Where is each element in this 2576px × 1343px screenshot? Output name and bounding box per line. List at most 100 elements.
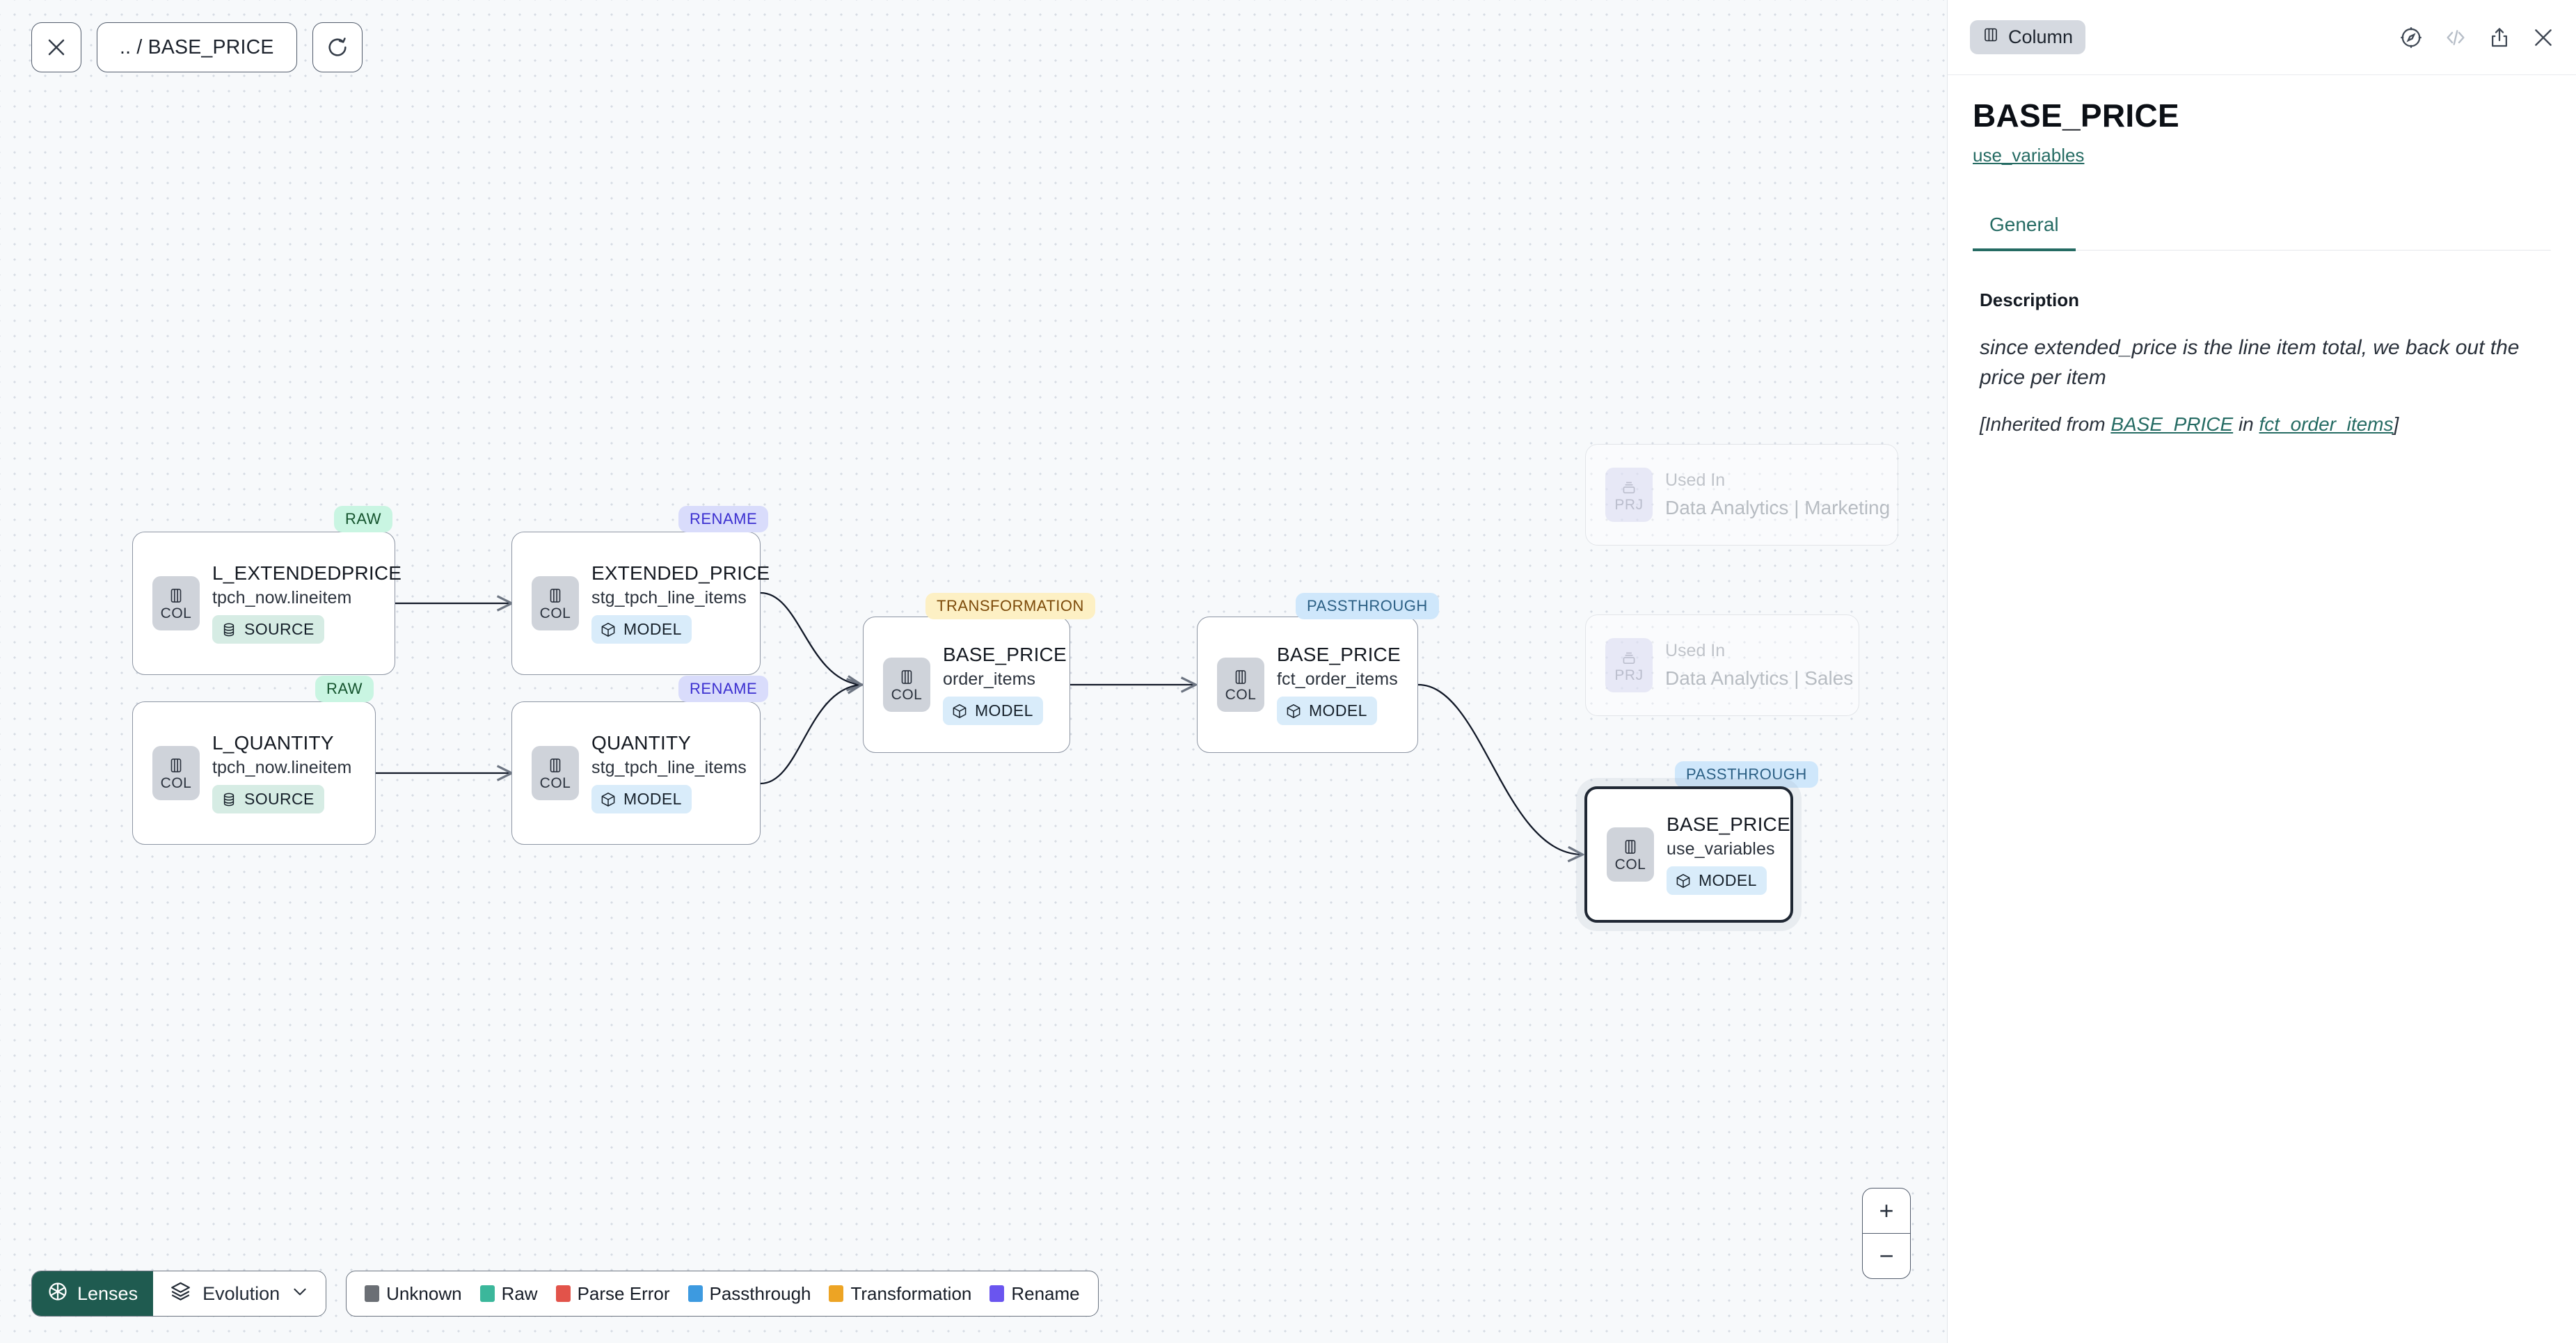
project-icon: PRJ [1605, 468, 1653, 522]
node-title: QUANTITY [591, 731, 692, 754]
legend-item[interactable]: Unknown [365, 1282, 462, 1305]
kind-badge-label: Column [2008, 26, 2074, 47]
layers-icon [170, 1280, 191, 1307]
explore-icon[interactable] [2399, 26, 2423, 49]
evolution-dropdown[interactable]: Evolution [153, 1271, 326, 1316]
node-title: L_EXTENDEDPRICE [212, 562, 402, 584]
node-subtitle: stg_tpch_line_items [591, 758, 747, 778]
inherited-suffix: ] [2393, 413, 2399, 436]
node-type-chip: MODEL [1277, 697, 1377, 726]
canvas-toolbar: .. / BASE_PRICE [31, 22, 363, 72]
kind-badge: Column [1970, 20, 2086, 54]
legend-item[interactable]: Transformation [829, 1283, 971, 1305]
node-title: L_QUANTITY [212, 731, 334, 754]
column-icon: COL [883, 658, 930, 712]
zoom-in-button[interactable]: + [1879, 1196, 1894, 1225]
details-panel: Column [1947, 0, 2576, 1343]
inherited-column-link[interactable]: BASE_PRICE [2110, 413, 2234, 436]
lenses-button[interactable]: Lenses [32, 1271, 154, 1316]
legend-swatch [989, 1285, 1005, 1302]
zoom-out-button[interactable]: − [1879, 1241, 1894, 1270]
node-subtitle: fct_order_items [1277, 669, 1398, 690]
node-subtitle: tpch_now.lineitem [212, 588, 352, 608]
code-icon[interactable] [2444, 26, 2467, 49]
legend-swatch [365, 1285, 380, 1302]
page-title: BASE_PRICE [1973, 97, 2179, 134]
node-title: BASE_PRICE [1277, 643, 1401, 665]
node-type-chip: MODEL [591, 615, 692, 644]
column-icon: COL [532, 746, 579, 800]
legend-swatch [555, 1285, 571, 1302]
node-subtitle: use_variables [1667, 839, 1775, 859]
refresh-icon[interactable] [312, 22, 363, 72]
node-type-chip: SOURCE [212, 785, 324, 814]
description-text: since extended_price is the line item to… [1980, 335, 2520, 389]
panel-tabs: General [1973, 214, 2551, 252]
description-section: Description since extended_price is the … [1973, 289, 2551, 438]
node-tag-rename: RENAME [678, 506, 769, 532]
node-subtitle: tpch_now.lineitem [212, 758, 352, 778]
node-type-chip: MODEL [1667, 866, 1767, 896]
chevron-down-icon [291, 1282, 309, 1305]
used-in-label: Used In [1665, 641, 1726, 660]
legend-label: Parse Error [577, 1282, 670, 1304]
legend-label: Unknown [386, 1282, 462, 1304]
panel-body: BASE_PRICE use_variables General Descrip… [1948, 75, 2576, 1343]
column-icon: COL [1217, 658, 1264, 712]
color-legend: Unknown Raw Parse Error Passthrough Transfor… [346, 1271, 1099, 1317]
column-icon: COL [152, 576, 200, 630]
column-icon: COL [532, 576, 579, 630]
node-subtitle: stg_tpch_line_items [591, 588, 747, 608]
node-tag-transform: TRANSFORMATION [925, 593, 1095, 619]
panel-actions [2399, 26, 2555, 49]
description-label: Description [1980, 289, 2080, 310]
legend-swatch [687, 1285, 703, 1302]
legend-label: Transformation [850, 1282, 972, 1304]
node-tag-pass: PASSTHROUGH [1296, 593, 1439, 619]
lineage-canvas[interactable]: .. / BASE_PRICE [0, 0, 1947, 1343]
inherited-note: [Inherited from BASE_PRICE in fct_order_… [1980, 411, 2544, 438]
node-title: BASE_PRICE [1667, 813, 1790, 835]
legend-item[interactable]: Passthrough [687, 1282, 811, 1305]
zoom-controls: + − [1862, 1188, 1911, 1279]
node-tag-raw: RAW [315, 676, 374, 702]
inherited-prefix: [Inherited from [1980, 413, 2111, 436]
node-type-chip: MODEL [591, 785, 692, 814]
column-icon: COL [152, 746, 200, 800]
node-type-chip: SOURCE [212, 615, 324, 644]
legend-label: Passthrough [709, 1282, 811, 1304]
node-tag-rename: RENAME [678, 676, 769, 702]
node-title: BASE_PRICE [943, 643, 1067, 665]
lenses-group: Lenses Evolution [31, 1271, 327, 1317]
tab-general[interactable]: General [1973, 214, 2076, 252]
panel-header: Column [1948, 0, 2576, 75]
breadcrumb[interactable]: .. / BASE_PRICE [97, 22, 297, 72]
aperture-icon [47, 1281, 68, 1307]
legend-item[interactable]: Parse Error [555, 1282, 670, 1305]
close-icon[interactable] [2531, 26, 2555, 49]
inherited-model-link[interactable]: fct_order_items [2259, 413, 2394, 436]
legend-item[interactable]: Raw [479, 1282, 538, 1305]
node-type-chip: MODEL [943, 697, 1043, 726]
model-link[interactable]: use_variables [1973, 145, 2085, 166]
legend-item[interactable]: Rename [989, 1282, 1080, 1305]
legend-label: Raw [501, 1282, 538, 1304]
column-icon [1982, 26, 1999, 48]
zoom-divider [1863, 1233, 1910, 1234]
evolution-label: Evolution [202, 1282, 280, 1304]
share-icon[interactable] [2488, 26, 2511, 49]
close-button[interactable] [31, 22, 81, 72]
node-subtitle: order_items [943, 669, 1036, 690]
legend-label: Rename [1011, 1282, 1080, 1304]
inherited-middle: in [2233, 413, 2259, 436]
column-icon: COL [1607, 827, 1654, 882]
